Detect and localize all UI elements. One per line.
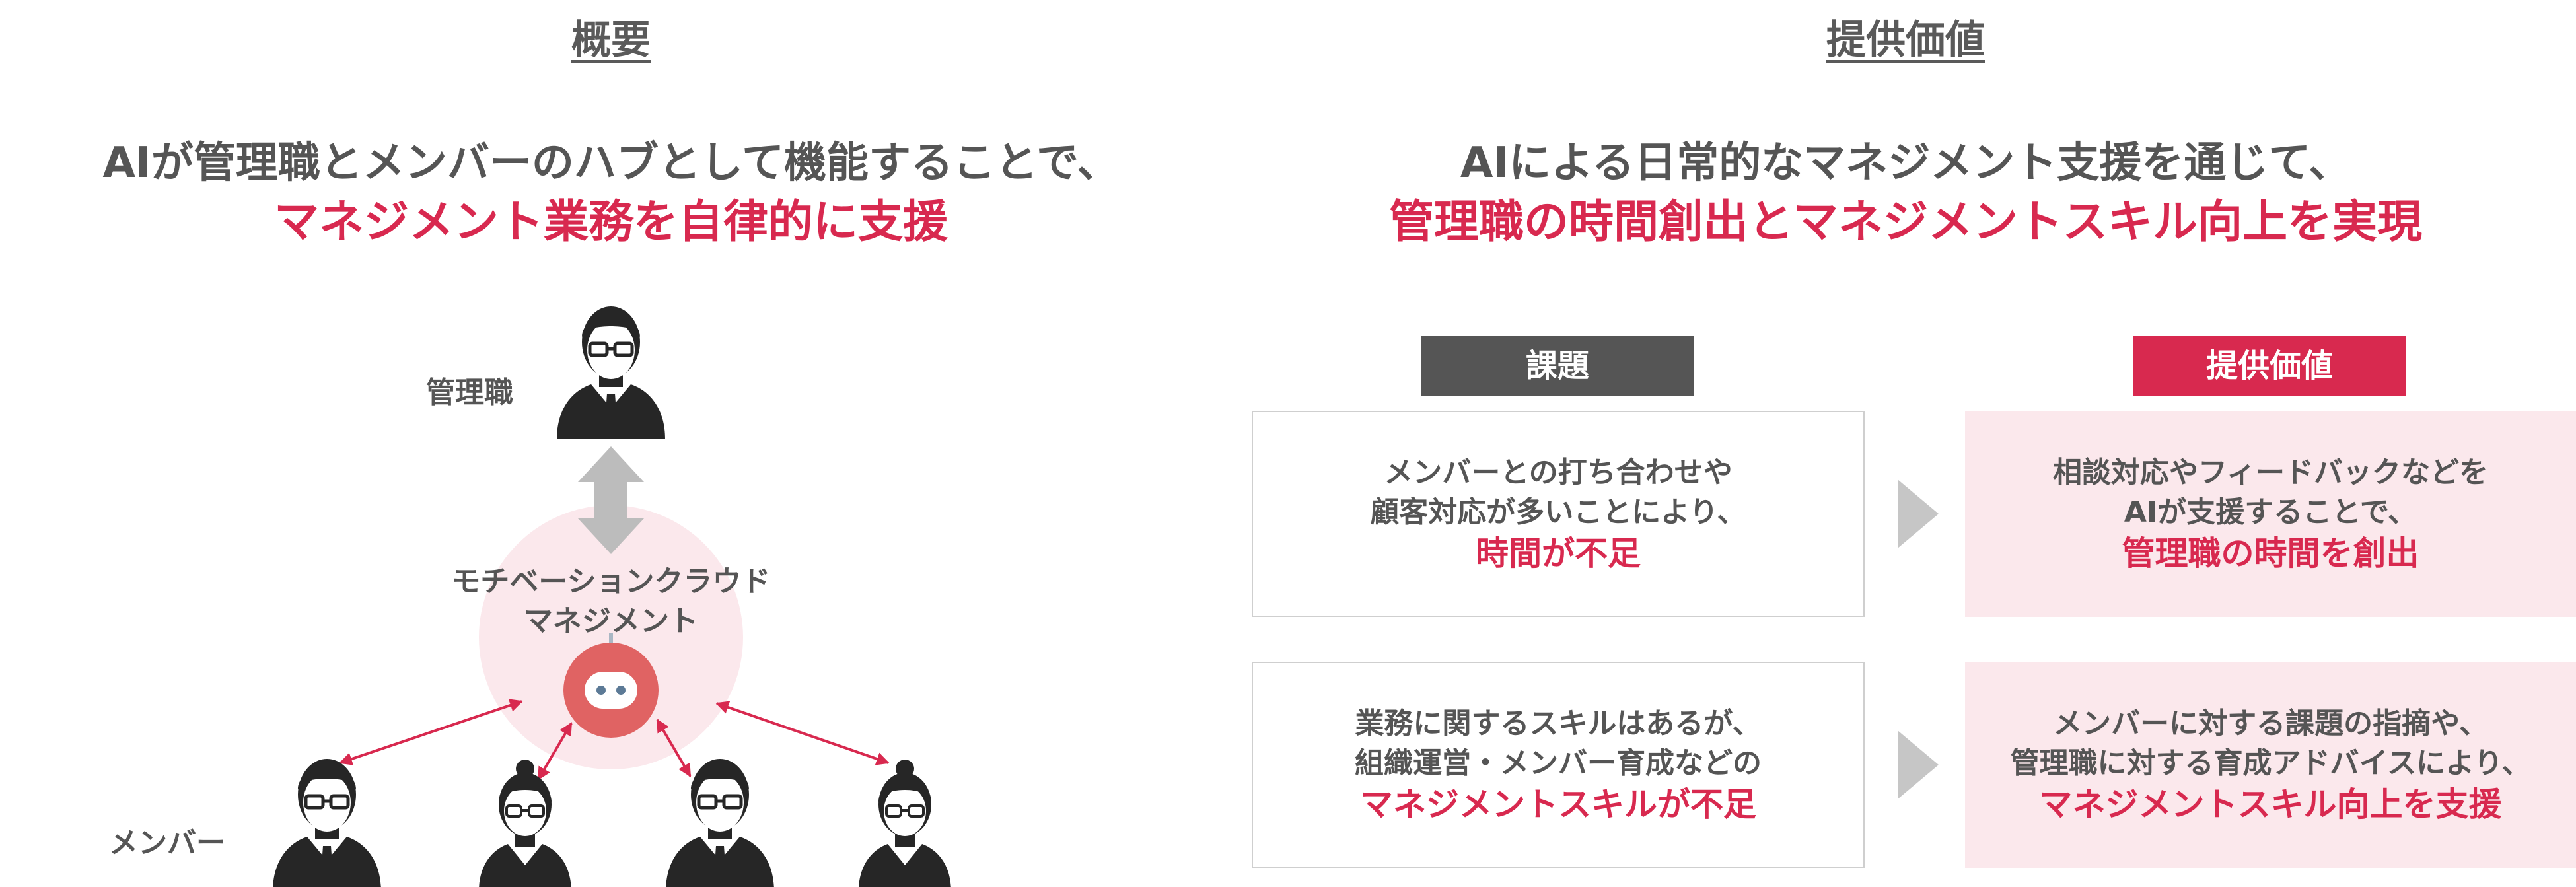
ai-robot-icon <box>563 633 659 738</box>
overview-headline-1: AIが管理職とメンバーのハブとして機能することで、 <box>102 139 1120 188</box>
value-2-line-1: メンバーに対する課題の指摘や、 <box>2053 707 2488 740</box>
hub-diagram <box>0 291 952 887</box>
column-header-issue: 課題 <box>1421 336 1694 396</box>
overview-title: 概要 <box>571 17 651 63</box>
manager-icon <box>557 306 665 439</box>
column-header-value: 提供価値 <box>2133 336 2406 396</box>
arrow-right-icon-1 <box>1898 479 1939 548</box>
value-headline-1: AIによる日常的なマネジメント支援を通じて、 <box>1460 139 2351 188</box>
issue-card-skill: 業務に関するスキルはあるが、 組織運営・メンバー育成などの マネジメントスキルが… <box>1252 662 1865 868</box>
value-1-line-2: AIが支援することで、 <box>2124 495 2417 529</box>
value-card-time: 相談対応やフィードバックなどを AIが支援することで、 管理職の時間を創出 <box>1965 411 2576 617</box>
center-label-1: モチベーションクラウド <box>451 565 771 598</box>
issue-1-line-1: メンバーとの打ち合わせや <box>1384 456 1733 489</box>
value-title: 提供価値 <box>1826 17 1985 63</box>
double-arrow-icon <box>578 446 644 554</box>
value-card-skill: メンバーに対する課題の指摘や、 管理職に対する育成アドバイスにより、 マネジメン… <box>1965 662 2576 868</box>
connector-arrow-2 <box>537 722 573 781</box>
connector-arrow-1 <box>339 699 523 765</box>
overview-headline-2: マネジメント業務を自律的に支援 <box>273 196 948 248</box>
member-icon-3 <box>666 759 774 887</box>
member-icon-1 <box>273 759 381 887</box>
issue-1-line-2: 顧客対応が多いことにより、 <box>1370 495 1746 529</box>
value-2-highlight: マネジメントスキル向上を支援 <box>2039 785 2502 824</box>
manager-label: 管理職 <box>426 376 513 409</box>
member-icon-2 <box>478 758 573 887</box>
issue-2-highlight: マネジメントスキルが不足 <box>1360 785 1756 824</box>
value-1-line-1: 相談対応やフィードバックなどを <box>2052 456 2489 489</box>
issue-1-highlight: 時間が不足 <box>1476 534 1641 573</box>
value-headline-2: 管理職の時間創出とマネジメントスキル向上を実現 <box>1388 196 2422 248</box>
member-label: メンバー <box>109 826 225 860</box>
connector-arrow-3 <box>656 719 692 777</box>
connector-arrow-4 <box>715 701 890 765</box>
issue-2-line-2: 組織運営・メンバー育成などの <box>1355 746 1762 780</box>
member-icon-4 <box>857 758 952 887</box>
arrow-right-icon-2 <box>1898 730 1939 799</box>
value-2-line-2: 管理職に対する育成アドバイスにより、 <box>2010 746 2531 780</box>
issue-card-time: メンバーとの打ち合わせや 顧客対応が多いことにより、 時間が不足 <box>1252 411 1865 617</box>
center-label-2: マネジメント <box>524 604 698 638</box>
value-1-highlight: 管理職の時間を創出 <box>2122 534 2419 573</box>
issue-2-line-1: 業務に関するスキルはあるが、 <box>1355 707 1762 740</box>
